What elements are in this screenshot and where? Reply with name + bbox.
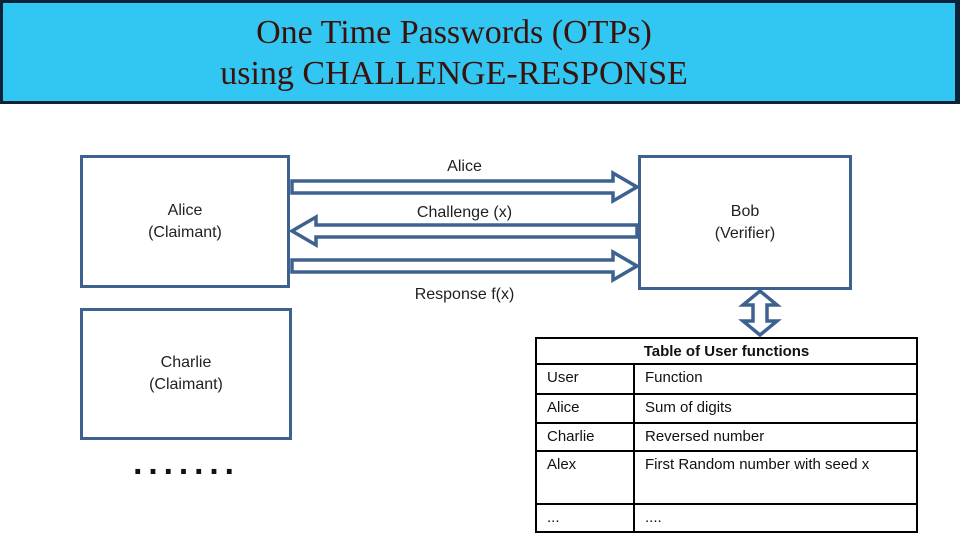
table-cell-function: Reversed number <box>645 428 765 445</box>
alice-box-role: (Claimant) <box>148 223 222 241</box>
table-cell-user: User <box>537 365 635 393</box>
user-functions-table: Table of User functions User Function Al… <box>535 337 918 533</box>
charlie-claimant-box: Charlie (Claimant) <box>80 308 292 440</box>
slide-title-line2: using CHALLENGE-RESPONSE <box>220 55 688 92</box>
table-cell-user: ... <box>537 505 635 531</box>
alice-box-name: Alice <box>167 201 203 219</box>
table-cell-function: First Random number with seed x <box>645 456 870 473</box>
title-banner: One Time Passwords (OTPs) using CHALLENG… <box>0 0 960 104</box>
table-cell-function: Sum of digits <box>645 399 732 416</box>
label-alice-message: Alice <box>447 158 482 175</box>
label-challenge-message: Challenge (x) <box>416 204 513 221</box>
label-response-message: Response f(x) <box>414 286 515 303</box>
arrow-alice-to-bob-icon <box>290 169 641 205</box>
updown-arrow-icon <box>738 288 782 338</box>
arrow-response-to-bob-icon <box>290 248 641 284</box>
table-title: Table of User functions <box>537 339 916 365</box>
more-claimants-ellipsis: ....... <box>132 450 240 481</box>
bob-box-role: (Verifier) <box>714 224 776 242</box>
arrow-challenge-to-alice-icon <box>288 213 639 249</box>
table-cell-user: Charlie <box>537 424 635 450</box>
alice-claimant-box: Alice (Claimant) <box>80 155 290 288</box>
charlie-box-name: Charlie <box>160 354 212 371</box>
table-cell-function: Function <box>645 369 703 386</box>
table-row: Alice Sum of digits <box>537 395 916 424</box>
slide-title-line1: One Time Passwords (OTPs) <box>256 14 652 51</box>
table-row: ... .... <box>537 505 916 531</box>
table-row: User Function <box>537 365 916 395</box>
table-cell-user: Alice <box>537 395 635 422</box>
table-cell-function: .... <box>645 509 662 526</box>
table-row: Alex First Random number with seed x <box>537 452 916 505</box>
bob-box-name: Bob <box>730 202 760 220</box>
table-row: Charlie Reversed number <box>537 424 916 452</box>
charlie-box-role: (Claimant) <box>149 376 223 393</box>
bob-verifier-box: Bob (Verifier) <box>638 155 852 290</box>
table-cell-user: Alex <box>537 452 635 503</box>
